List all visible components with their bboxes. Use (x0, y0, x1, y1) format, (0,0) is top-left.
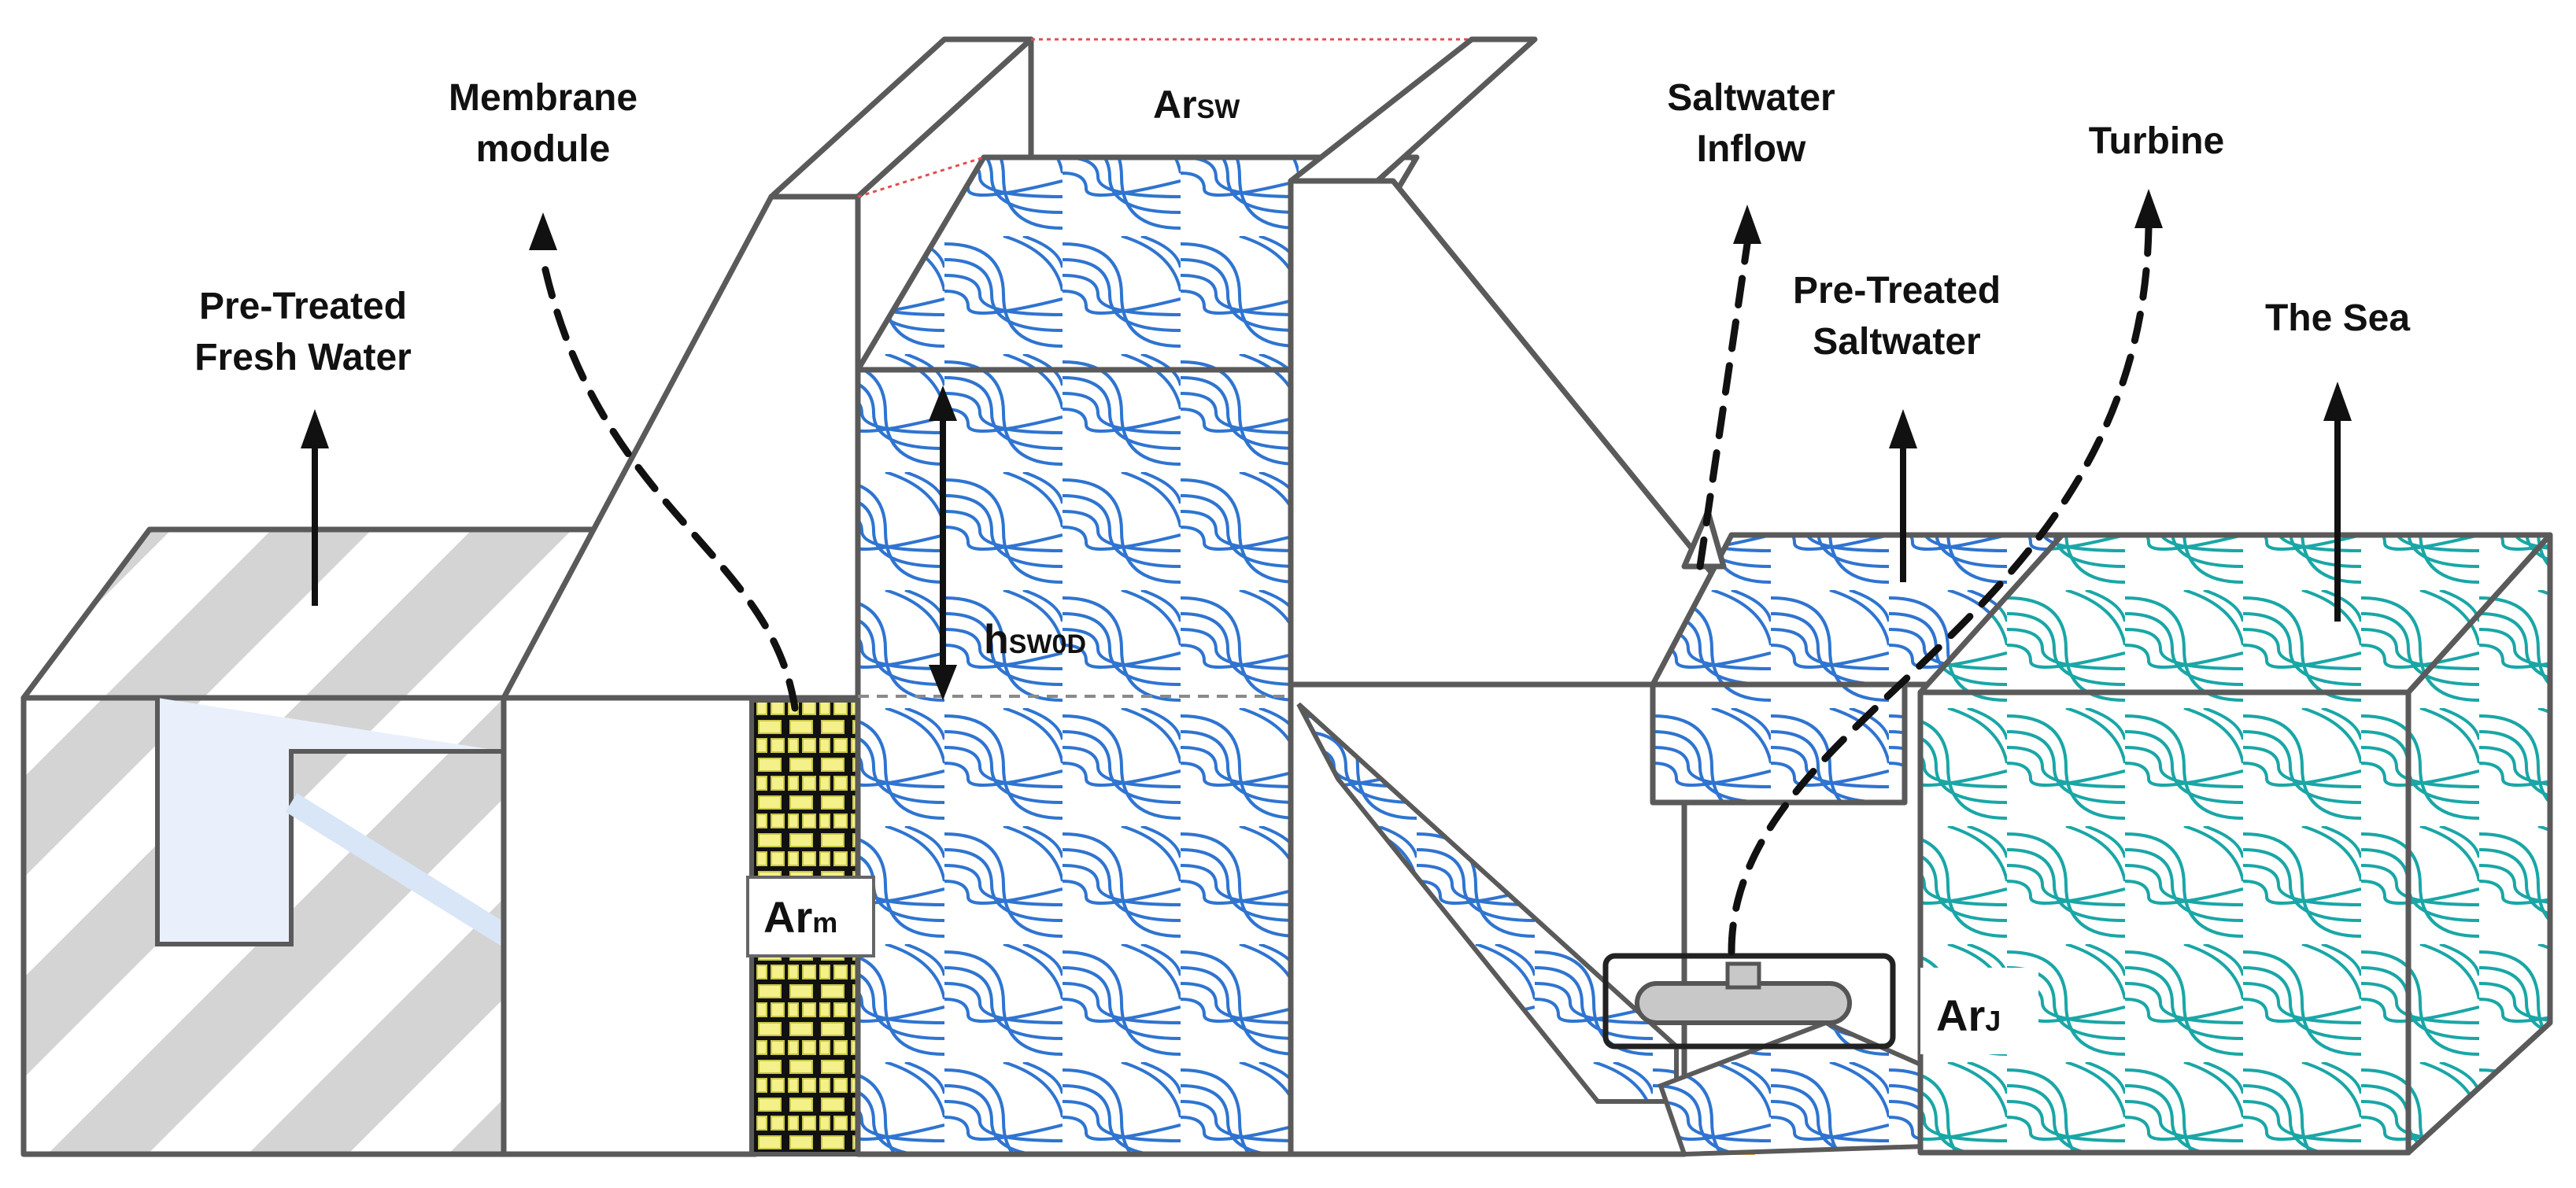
membrane-module-label-line1: Membrane (449, 77, 638, 119)
saltwater-inflow-arrowhead (1733, 205, 1761, 244)
sea-arrowhead (2323, 382, 2352, 421)
ar-m-box (746, 876, 875, 957)
pretreated-saltwater-arrowhead (1889, 409, 1917, 448)
ar-j-label: ArJ (1936, 991, 2001, 1040)
ar-j-box (1920, 968, 2038, 1054)
sea-block (1917, 532, 2553, 1156)
fresh-water-label-line1: Pre-Treated (199, 286, 407, 327)
height-double-arrow (929, 386, 957, 700)
turbine (1602, 953, 1896, 1050)
pretreated-saltwater-label-line1: Pre-Treated (1793, 270, 2001, 312)
turbine-leader (1728, 224, 2153, 956)
fresh-water-label-line2: Fresh Water (194, 337, 412, 378)
pretreated-saltwater-label-line2: Saltwater (1813, 321, 1980, 363)
h-sw0d-label: hSW0D (984, 617, 1086, 662)
saltwater-inflow-label-line1: Saltwater (1667, 77, 1835, 119)
membrane-leader (539, 256, 799, 712)
saltwater-column (855, 38, 1684, 1157)
turbine-label: Turbine (2089, 120, 2224, 162)
ar-sw-label: ArSW (1153, 83, 1240, 127)
fresh-water-arrowhead (301, 409, 329, 448)
saltwater-inflow-label-line2: Inflow (1697, 128, 1806, 170)
ar-m-label: Arm (763, 892, 837, 942)
turbine-arrowhead (2134, 189, 2163, 228)
membrane-module-label-line2: module (476, 128, 611, 170)
saltwater-inflow-leader (1696, 240, 1751, 570)
membrane-arrowhead (529, 212, 557, 250)
left-dam (501, 36, 1034, 1157)
the-sea-label: The Sea (2265, 297, 2410, 339)
